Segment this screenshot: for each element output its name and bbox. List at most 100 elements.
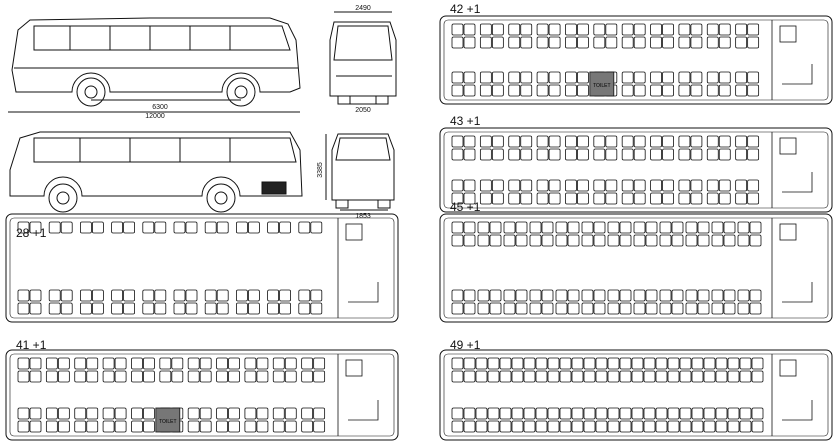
- seat: [577, 135, 589, 148]
- seat: [690, 71, 703, 84]
- seat: [735, 71, 748, 84]
- bus-inner-outline: [9, 353, 395, 437]
- seat: [747, 36, 760, 49]
- seat: [216, 420, 228, 433]
- seat: [142, 221, 155, 234]
- seat: [747, 135, 760, 148]
- seat: [536, 192, 549, 205]
- seat: [185, 289, 198, 302]
- seat: [173, 289, 186, 302]
- seat: [650, 179, 662, 192]
- seat: [690, 179, 703, 192]
- seat: [463, 179, 476, 192]
- seat: [310, 289, 323, 302]
- seat: [279, 221, 292, 234]
- seat: [555, 289, 568, 302]
- seat: [29, 357, 42, 370]
- seat: [691, 407, 704, 420]
- seat: [621, 148, 634, 161]
- seat: [650, 23, 662, 36]
- seat: [711, 289, 724, 302]
- seat: [678, 23, 691, 36]
- seat: [463, 36, 476, 49]
- seat: [491, 71, 504, 84]
- seat: [685, 221, 698, 234]
- seat: [86, 420, 99, 433]
- seat: [131, 420, 143, 433]
- toilet-label: TOILET: [159, 419, 176, 425]
- seat: [508, 84, 521, 97]
- seat: [267, 221, 280, 234]
- seat: [662, 148, 674, 161]
- driver-seat: [345, 359, 363, 377]
- seat: [691, 370, 704, 383]
- seat: [706, 148, 719, 161]
- seat: [548, 135, 561, 148]
- driver-seat: [779, 25, 797, 43]
- seat: [247, 302, 260, 315]
- seat: [607, 407, 620, 420]
- seat: [706, 179, 719, 192]
- toilet: [589, 71, 615, 97]
- seat: [633, 234, 646, 247]
- seat: [662, 71, 674, 84]
- seat: [267, 289, 280, 302]
- seat: [173, 302, 186, 315]
- seat: [199, 357, 212, 370]
- seat: [479, 192, 492, 205]
- seat: [711, 234, 724, 247]
- seat: [57, 357, 70, 370]
- seat: [216, 357, 228, 370]
- seat: [541, 221, 554, 234]
- rear-track-dim: 1853: [355, 213, 371, 220]
- seat: [523, 357, 536, 370]
- seat: [48, 302, 61, 315]
- seat: [511, 370, 524, 383]
- seat: [535, 370, 548, 383]
- seat: [749, 302, 762, 315]
- seat: [74, 420, 87, 433]
- seat: [706, 84, 719, 97]
- seat: [671, 289, 684, 302]
- seat: [284, 407, 297, 420]
- seat: [515, 234, 528, 247]
- floor-plan-l42: TOILET: [439, 15, 833, 105]
- floor-plan-l43: [439, 127, 833, 213]
- seat: [565, 148, 577, 161]
- seat: [515, 221, 528, 234]
- seat: [583, 370, 596, 383]
- seat: [463, 420, 476, 433]
- seat: [479, 84, 492, 97]
- seat: [111, 221, 123, 234]
- seat: [715, 407, 728, 420]
- seat: [111, 302, 123, 315]
- seat: [739, 420, 752, 433]
- door-steps: [348, 282, 379, 303]
- seat: [111, 289, 123, 302]
- seat: [555, 302, 568, 315]
- seat: [256, 420, 269, 433]
- seat: [80, 289, 92, 302]
- bus-rear-view: [325, 133, 395, 211]
- seat: [301, 370, 314, 383]
- seat: [565, 36, 577, 49]
- seat: [621, 84, 634, 97]
- seat: [499, 420, 512, 433]
- seat: [631, 357, 644, 370]
- seat: [718, 135, 731, 148]
- seat: [643, 407, 656, 420]
- seat: [567, 221, 580, 234]
- seat: [131, 407, 143, 420]
- seat: [451, 23, 464, 36]
- seat: [605, 148, 618, 161]
- seat: [451, 192, 464, 205]
- seat: [45, 370, 58, 383]
- seat: [645, 234, 658, 247]
- seat: [475, 407, 488, 420]
- seat: [45, 420, 58, 433]
- seat: [489, 234, 502, 247]
- seat: [643, 420, 656, 433]
- seat: [715, 357, 728, 370]
- seat: [529, 289, 542, 302]
